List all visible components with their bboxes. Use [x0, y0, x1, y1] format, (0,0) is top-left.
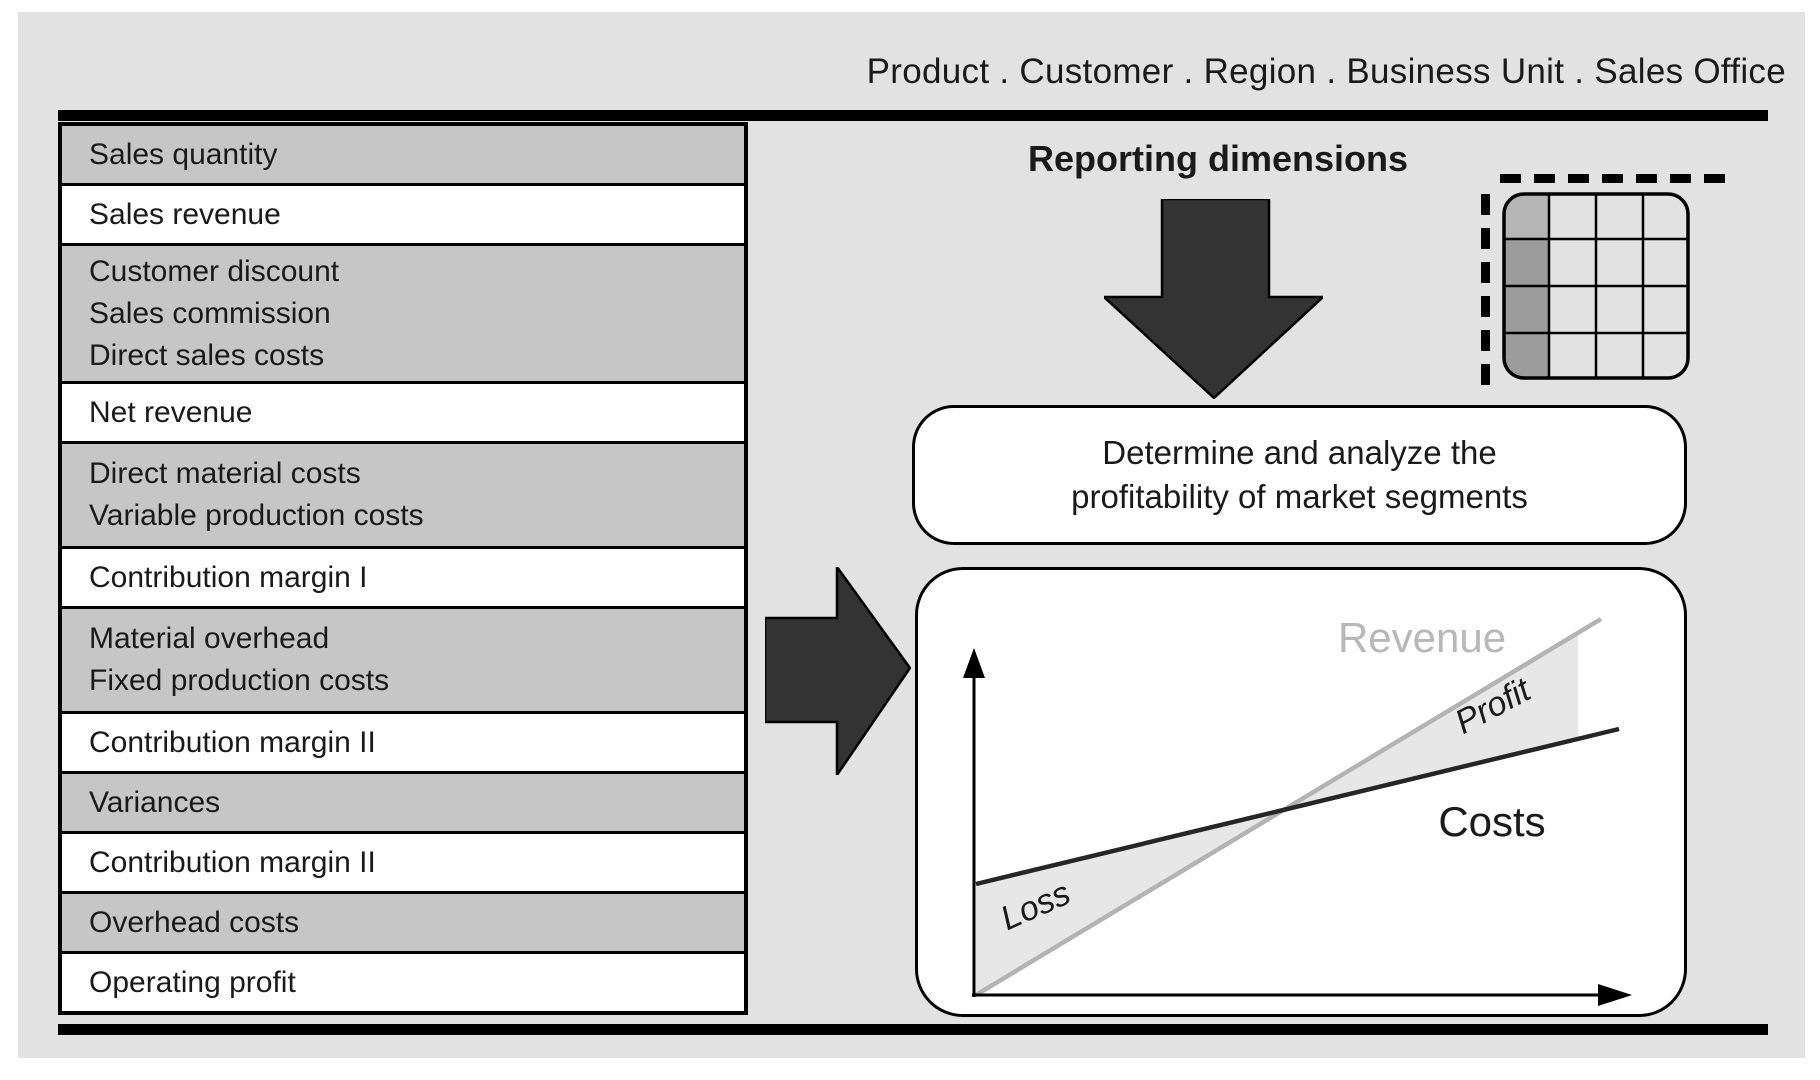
row-sales-quantity: Sales quantity: [62, 126, 744, 183]
row-contribution-margin-1: Contribution margin I: [62, 549, 744, 606]
row-label: Contribution margin I: [89, 560, 368, 594]
row-label: Contribution margin II: [89, 725, 376, 759]
row-label: Sales quantity: [89, 137, 278, 171]
row-label: Sales revenue: [89, 197, 281, 231]
goal-callout-line1: Determine and analyze the: [1102, 434, 1497, 471]
row-label: Contribution margin II: [89, 845, 376, 879]
row-contribution-margin-2b: Contribution margin II: [62, 834, 744, 891]
row-label: Fixed production costs: [89, 664, 390, 697]
row-variances: Variances: [62, 774, 744, 831]
row-label: Sales commission: [89, 296, 331, 330]
row-label: Operating profit: [89, 965, 296, 999]
row-variable-costs: Direct material costs Variable productio…: [62, 444, 744, 546]
row-sales-deductions: Customer discount Sales commission Direc…: [62, 246, 744, 381]
row-net-revenue: Net revenue: [62, 384, 744, 441]
costs-line: [975, 726, 1620, 887]
bottom-rule: [58, 1024, 1768, 1035]
row-operating-profit: Operating profit: [62, 954, 744, 1011]
segment-matrix-grid-icon: [1502, 192, 1690, 380]
row-label: Direct sales costs: [89, 338, 325, 372]
row-contribution-margin-2: Contribution margin II: [62, 714, 744, 771]
matrix-dashed-line-left: [1481, 194, 1490, 394]
row-overhead-costs: Overhead costs: [62, 894, 744, 951]
row-label: Variable production costs: [89, 499, 424, 532]
matrix-dashed-line-top: [1500, 174, 1728, 183]
row-sales-revenue: Sales revenue: [62, 186, 744, 243]
row-label: Net revenue: [89, 395, 253, 429]
top-rule: [58, 110, 1768, 121]
costs-label: Costs: [1438, 798, 1545, 845]
goal-callout-box: Determine and analyze the profitability …: [912, 405, 1687, 545]
row-label: Customer discount: [89, 254, 340, 288]
row-label: Overhead costs: [89, 905, 300, 939]
right-arrow-icon: [765, 567, 911, 775]
revenue-label: Revenue: [1338, 614, 1506, 661]
row-label: Variances: [89, 785, 221, 819]
row-fixed-costs: Material overhead Fixed production costs: [62, 609, 744, 711]
row-label: Direct material costs: [89, 457, 361, 490]
x-axis-arrowhead: [1598, 984, 1632, 1006]
reporting-dimensions-heading: Reporting dimensions: [1027, 138, 1409, 179]
break-even-chart: Revenue Profit Costs Loss: [963, 614, 1632, 1006]
contribution-margin-table: Sales quantity Sales revenue Customer di…: [58, 122, 748, 1015]
row-label: Material overhead: [89, 622, 330, 655]
y-axis-arrowhead: [963, 648, 985, 678]
goal-callout-line2: profitability of market segments: [1071, 478, 1528, 515]
dimensions-path-title: Product . Customer . Region . Business U…: [866, 52, 1786, 91]
down-arrow-icon: [1104, 199, 1323, 399]
